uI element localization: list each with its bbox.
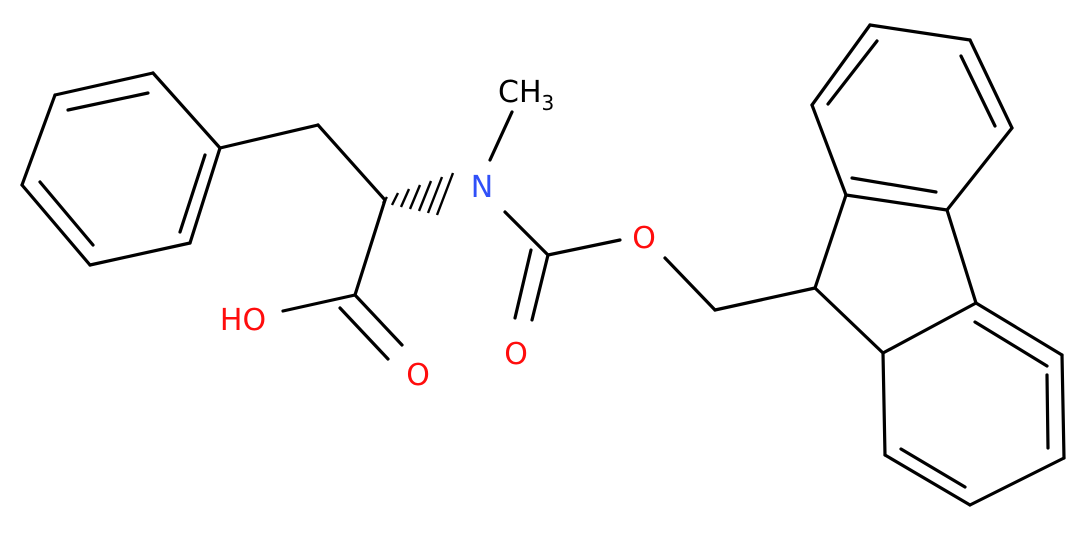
methyl-label: CH3	[498, 75, 554, 115]
acid-hydroxyl-label: HO	[220, 303, 266, 338]
fluorenyl-group	[810, 23, 1066, 507]
carboxylic-acid-bonds	[281, 198, 404, 361]
carbamate-ether-oxygen-label: O	[632, 221, 656, 256]
stereo-hash-wedge	[382, 172, 455, 216]
carbamate-bonds	[503, 210, 817, 322]
side-chain-bonds	[218, 123, 387, 202]
phenyl-ring	[20, 71, 222, 267]
carbamate-carbonyl-oxygen-label: O	[504, 337, 528, 372]
nitrogen-label: N	[471, 170, 493, 205]
n-methyl-bond	[488, 110, 514, 162]
acid-carbonyl-oxygen-label: O	[406, 358, 430, 393]
